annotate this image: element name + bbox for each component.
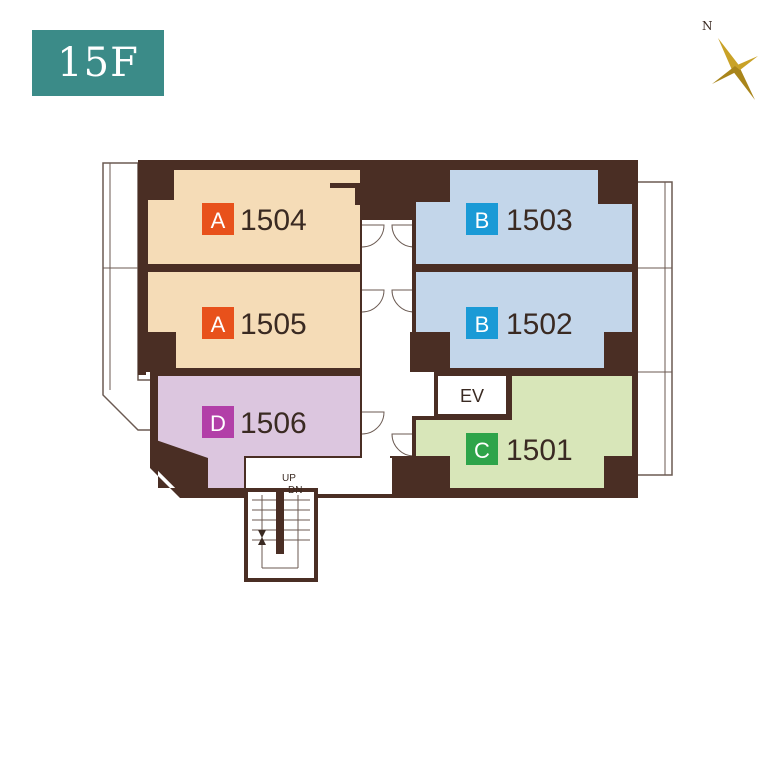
elevator-label: EV [460,386,484,406]
unit-type-badge [202,203,234,235]
unit-type-badge [466,203,498,235]
stairs-up-label: UP [282,473,296,484]
compass-north-label: N [702,19,713,33]
stairs-up-arrow-icon [258,537,266,545]
unit-number: 1506 [240,407,307,440]
corridor [362,220,414,460]
unit-type-badge [202,307,234,339]
stairs-down-label: DN [288,485,302,496]
unit-type-badge [466,307,498,339]
unit-type-label: B [475,312,490,337]
unit-1505[interactable]: A 1505 [140,268,364,372]
stairwell: UP DN [244,458,392,582]
unit-type-label: A [211,208,226,233]
unit-number: 1504 [240,204,307,237]
east-balcony [636,181,673,476]
floor-label: 15F [57,40,139,86]
unit-1503[interactable]: B 1503 [412,162,636,268]
unit-number: 1505 [240,308,307,341]
unit-1504[interactable]: A 1504 [140,162,364,268]
compass-icon: N [702,19,758,100]
unit-type-label: B [475,208,490,233]
west-balcony [102,162,153,431]
unit-type-label: C [474,438,490,463]
floor-label-badge: 15F [32,30,164,96]
unit-type-badge [466,433,498,465]
unit-type-badge [202,406,234,438]
unit-1502[interactable]: B 1502 [410,268,636,372]
core-wall [362,160,414,220]
elevator: EV [434,372,510,418]
unit-1501[interactable]: C 1501 [390,372,636,496]
stairs-down-arrow-icon [258,530,266,538]
unit-number: 1503 [506,204,573,237]
unit-type-label: D [210,411,226,436]
unit-type-label: A [211,312,226,337]
unit-number: 1501 [506,434,573,467]
unit-number: 1502 [506,308,573,341]
